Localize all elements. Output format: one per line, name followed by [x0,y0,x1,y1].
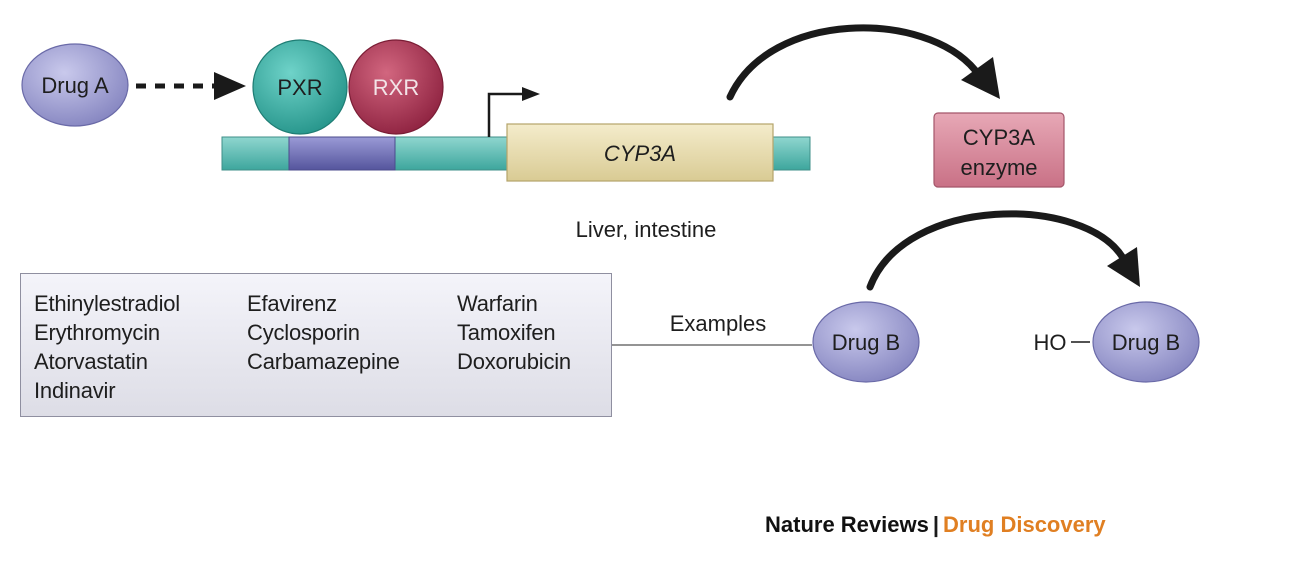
example-drugs-box: Ethinylestradiol Erythromycin Atorvastat… [20,273,612,417]
drug-b-label: Drug B [832,330,900,355]
example-drug: Efavirenz [247,291,337,316]
example-drug: Ethinylestradiol [34,291,180,316]
hydroxylated-drug-b: HO Drug B [1034,301,1200,383]
pxr-node: PXR [252,39,348,135]
examples-column-2: Efavirenz Cyclosporin Carbamazepine [247,289,400,376]
pxr-label: PXR [277,75,322,100]
enzyme-label-line2: enzyme [960,155,1037,180]
example-drug: Tamoxifen [457,320,556,345]
gene-label: CYP3A [604,141,676,166]
cyp3a-gene [506,123,774,182]
transcription-start-arrow [487,87,540,137]
example-drug: Indinavir [34,378,116,403]
activation-dashed-arrow [136,72,246,100]
example-drug: Erythromycin [34,320,160,345]
rxr-node: RXR [348,39,444,135]
drug-a-label: Drug A [41,73,109,98]
drug-b-node: Drug B [812,301,920,383]
example-drug: Carbamazepine [247,349,400,374]
journal-credit: Nature Reviews|Drug Discovery [765,512,1106,538]
metabolism-curved-arrow [866,210,1140,291]
journal-title: Drug Discovery [943,512,1106,537]
drug-a-node: Drug A [21,43,129,127]
expression-curved-arrow [726,24,1000,101]
journal-name: Nature Reviews [765,512,929,537]
cyp3a-enzyme-box: CYP3A enzyme [933,112,1065,188]
response-element [288,136,396,171]
ho-label: HO [1034,330,1067,355]
tissue-label: Liver, intestine [576,217,717,242]
example-drug: Atorvastatin [34,349,148,374]
drug-b-product-label: Drug B [1112,330,1180,355]
example-drug: Doxorubicin [457,349,571,374]
examples-label: Examples [670,311,767,336]
credit-separator: | [932,512,940,537]
dna-strand: CYP3A [221,123,811,182]
enzyme-label-line1: CYP3A [963,125,1035,150]
rxr-label: RXR [373,75,419,100]
example-drug: Warfarin [457,291,538,316]
examples-column-3: Warfarin Tamoxifen Doxorubicin [457,289,571,376]
examples-column-1: Ethinylestradiol Erythromycin Atorvastat… [34,289,180,405]
example-drug: Cyclosporin [247,320,360,345]
